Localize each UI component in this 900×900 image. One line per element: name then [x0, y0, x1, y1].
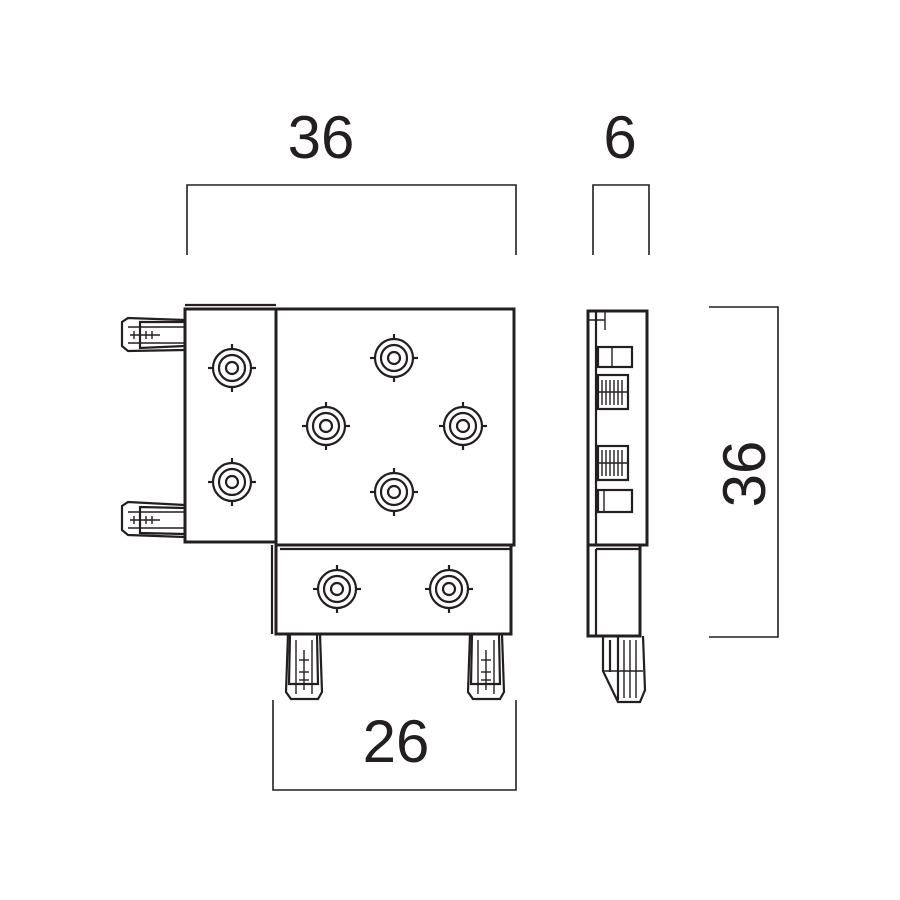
dimension-side-height: 36: [709, 306, 779, 638]
screw-main-left: [302, 402, 350, 450]
screw-left-bottom: [208, 458, 256, 506]
screw-bottom-right: [425, 565, 473, 613]
front-left-plate: [183, 307, 278, 544]
screw-main-bottom: [370, 468, 418, 516]
screw-bottom-left: [313, 565, 361, 613]
dimension-label-side-height: 36: [711, 441, 778, 508]
side-clip-lower: [596, 444, 634, 514]
dimension-label-top-width: 36: [288, 104, 355, 171]
screw-main-right: [439, 402, 487, 450]
side-view: [586, 309, 649, 704]
left-connector-pin-top: [120, 316, 186, 353]
front-bottom-plate: [274, 543, 513, 636]
bottom-connector-pin-right: [466, 633, 506, 701]
side-lower-body: [586, 545, 642, 638]
dimension-label-side-depth: 6: [603, 104, 636, 171]
dimension-top-width: 36: [186, 104, 517, 255]
left-connector-pin-bottom: [120, 500, 186, 539]
dimension-bottom-width: 26: [272, 700, 517, 791]
screw-left-top: [208, 344, 256, 392]
dimension-label-bottom-width: 26: [363, 708, 430, 775]
side-body: [586, 309, 649, 547]
side-bottom-pin: [601, 635, 647, 704]
bottom-connector-pin-left: [284, 633, 324, 701]
screw-main-top: [370, 334, 418, 382]
dimension-side-depth: 6: [592, 104, 650, 255]
front-view: [120, 303, 516, 701]
side-clip-upper: [596, 345, 634, 411]
